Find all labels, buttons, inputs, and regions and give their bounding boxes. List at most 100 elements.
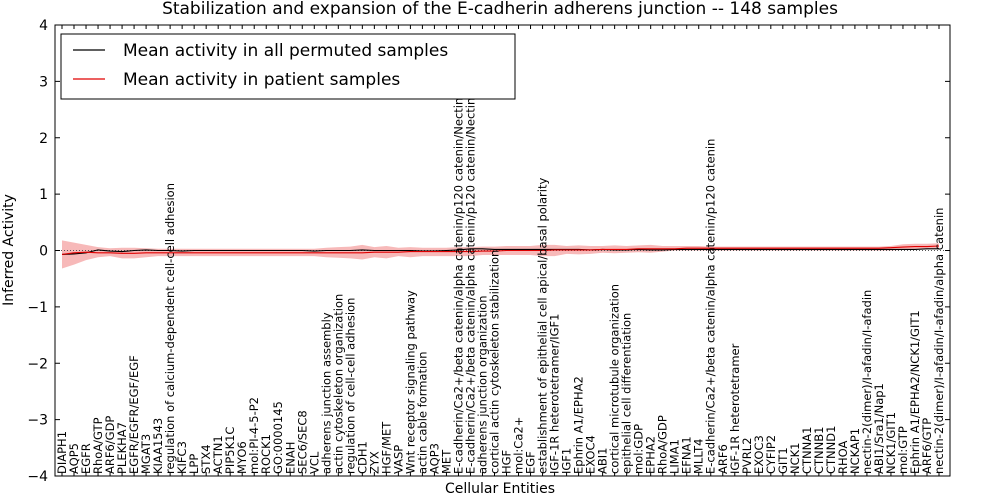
- category-label: KIFC3: [175, 441, 189, 474]
- category-label: PIP5K1C: [223, 427, 237, 474]
- y-tick-label: 1: [39, 187, 48, 203]
- category-label: CTNNA1: [800, 427, 814, 474]
- y-tick-label: 3: [39, 74, 48, 90]
- y-tick-label: −1: [27, 300, 48, 316]
- legend: Mean activity in all permuted samples Me…: [60, 33, 516, 100]
- category-label: ACTN1: [211, 435, 225, 474]
- category-label: RhoA/GTP: [91, 417, 105, 474]
- ticks-layer: [55, 24, 950, 477]
- legend-box: [60, 33, 516, 100]
- category-label: KIAA1543: [151, 418, 165, 474]
- y-axis-title: Inferred Activity: [1, 194, 17, 306]
- category-label: HGF: [500, 450, 514, 474]
- category-label: regulation of cell-cell adhesion: [343, 298, 357, 474]
- y-tick-label: 4: [39, 18, 48, 34]
- category-label: GIT1: [776, 447, 790, 474]
- category-label: nectin-2(dimer)/I-afadin/I-afadin: [860, 290, 874, 474]
- category-label: E-cadherin/Ca2+/beta catenin/alpha caten…: [464, 98, 478, 474]
- category-label: CYFIP2: [764, 435, 778, 474]
- category-label: EGFR: [79, 443, 93, 474]
- category-label: ARF6: [716, 444, 730, 474]
- patient-confidence-band: [62, 240, 939, 269]
- category-label: DIAPH1: [55, 431, 69, 474]
- category-label: EGFR/EGFR/EGF/EGF: [127, 355, 141, 474]
- category-label: ABI1/Sra1/Nap1: [872, 383, 886, 474]
- category-label: IGF-1R heterotetramer: [728, 343, 742, 474]
- category-label: adherens junction organization: [476, 296, 490, 474]
- category-label: IGF-1R heterotetramer/IGF1: [548, 314, 562, 474]
- category-label: STX4: [199, 444, 213, 474]
- category-label: CTNND1: [824, 426, 838, 474]
- y-tick-label: −4: [27, 469, 48, 485]
- series-line-patient: [61, 245, 940, 255]
- y-tick-label: 2: [39, 131, 48, 147]
- category-label: adherens junction assembly: [319, 312, 333, 474]
- category-label: ABI1: [596, 448, 610, 474]
- category-label: ARF6/GTP: [920, 418, 934, 474]
- legend-label-patient: Mean activity in patient samples: [123, 70, 400, 90]
- category-label: EFNA1: [680, 436, 694, 474]
- category-label: AQP3: [427, 443, 441, 474]
- legend-label-permuted: Mean activity in all permuted samples: [123, 41, 448, 61]
- category-label: mol:PI-4-5-P2: [247, 397, 261, 474]
- category-label: ARF6/GDP: [103, 416, 117, 474]
- category-label: EPHA2: [644, 436, 658, 474]
- category-label: regulation of calcium-dependent cell-cel…: [163, 183, 177, 474]
- category-label: MET: [439, 449, 453, 474]
- category-label: SEC6/SEC8: [295, 410, 309, 474]
- category-label: NCK1: [788, 443, 802, 475]
- category-label: establishment of epithelial cell apical/…: [536, 178, 550, 474]
- x-axis-title: Cellular Entities: [445, 481, 555, 497]
- category-label: LIMA1: [668, 439, 682, 474]
- category-label: IGF1: [560, 448, 574, 474]
- chart-title: Stabilization and expansion of the E-cad…: [162, 0, 838, 19]
- category-label: RHOA: [836, 441, 850, 474]
- category-label: actin cable formation: [415, 351, 429, 474]
- category-label: CDH1: [355, 441, 369, 474]
- y-tick-label: −2: [27, 356, 48, 372]
- category-label: mol:GDP: [632, 424, 646, 474]
- category-label: MGAT3: [139, 434, 153, 474]
- category-label: HGF/MET: [379, 421, 393, 474]
- category-label: Ephrin A1/EPHA2/NCK1/GIT1: [908, 310, 922, 474]
- category-label: VCL: [307, 451, 321, 474]
- category-label: actin cytoskeleton organization: [331, 294, 345, 474]
- category-label: mol:GTP: [896, 426, 910, 474]
- category-label: CTNNB1: [812, 427, 826, 474]
- category-label: cortical microtubule organization: [608, 284, 622, 474]
- category-label: AQP5: [67, 443, 81, 474]
- category-label: MYO6: [235, 441, 249, 474]
- category-label: mol:Ca2+: [512, 417, 526, 474]
- category-label: PLEKHA7: [115, 422, 129, 474]
- category-label: NCKAP1: [848, 428, 862, 474]
- category-label: EGF: [524, 451, 538, 474]
- y-tick-labels: −4 −3 −2 −1 0 1 2 3 4: [27, 18, 48, 485]
- category-label: PVRL2: [740, 437, 754, 474]
- category-label: ZYX: [367, 451, 381, 474]
- category-label: Ephrin A1/EPHA2: [572, 376, 586, 474]
- category-label: EXOC3: [752, 435, 766, 474]
- category-labels: DIAPH1AQP5EGFRRhoA/GTPARF6/GDPPLEKHA7EGF…: [55, 98, 946, 474]
- category-label: Wnt receptor signaling pathway: [403, 290, 417, 474]
- lines-layer: [61, 245, 940, 255]
- y-tick-label: 0: [39, 244, 48, 260]
- category-label: NCK1/GIT1: [884, 412, 898, 474]
- category-label: GO:0000145: [271, 401, 285, 474]
- category-label: MLLT4: [692, 439, 706, 475]
- category-label: EXOC4: [584, 435, 598, 474]
- series-line-permuted: [61, 248, 939, 255]
- category-label: LPP: [187, 454, 201, 474]
- band-layer: [55, 240, 950, 269]
- category-label: nectin-2(dimer)/I-afadin/I-afadin/alpha …: [932, 208, 946, 474]
- category-label: VASP: [391, 445, 405, 474]
- category-label: E-cadherin/Ca2+/beta catenin/alpha caten…: [452, 98, 466, 474]
- category-label: epithelial cell differentiation: [620, 313, 634, 474]
- y-tick-label: −3: [27, 413, 48, 429]
- category-label: E-cadherin/Ca2+/beta catenin/alpha caten…: [704, 139, 718, 474]
- category-label: ENAH: [283, 442, 297, 474]
- plot-area: DIAPH1AQP5EGFRRhoA/GTPARF6/GDPPLEKHA7EGF…: [54, 24, 951, 477]
- plot-frame: [54, 24, 951, 477]
- category-label: ROCK1: [259, 434, 273, 474]
- category-label: RhoA/GDP: [656, 415, 670, 474]
